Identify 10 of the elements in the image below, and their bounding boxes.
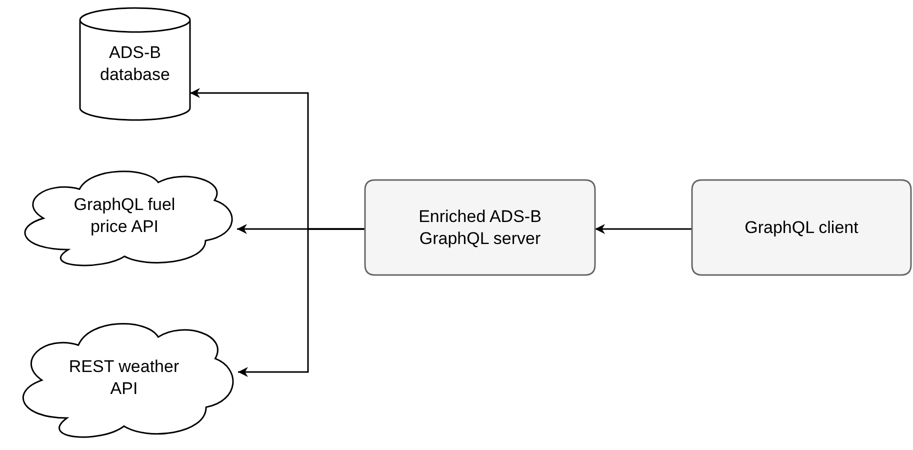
node-label: ADS-B database (99, 42, 171, 86)
arrow (238, 228, 365, 377)
arrow (595, 224, 692, 234)
node-label: GraphQL fuel price API (72, 194, 176, 238)
node-label: REST weather API (68, 356, 180, 400)
process-box (365, 180, 595, 275)
database-cylinder (80, 8, 190, 120)
node-label: Enriched ADS-B GraphQL server (418, 206, 542, 250)
process-box (692, 180, 911, 275)
node-label: GraphQL client (744, 216, 860, 238)
